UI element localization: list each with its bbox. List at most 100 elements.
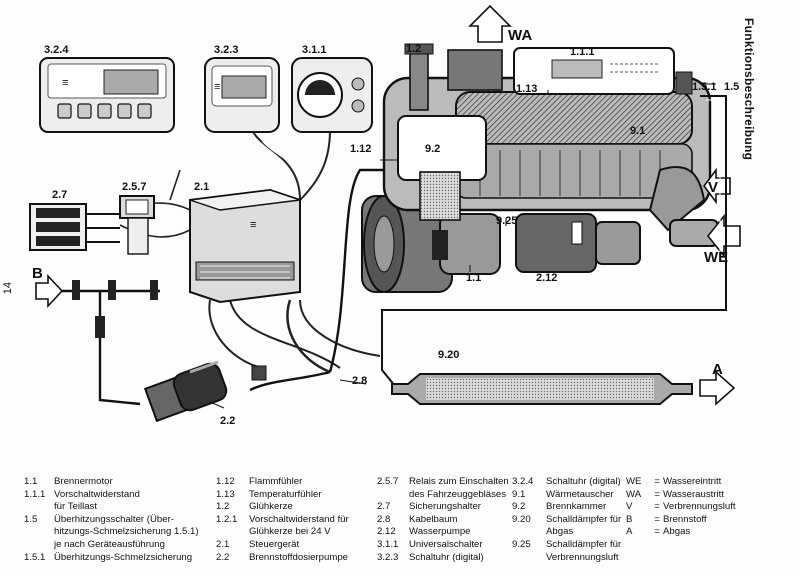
legend-description: Universalschalter (409, 538, 483, 550)
legend-entry: 9.2 Brennkammer (512, 501, 621, 514)
glow-plug-1-2 (409, 45, 429, 111)
label-1-13: 1.13 (516, 83, 537, 95)
label-wa: WA (508, 27, 532, 44)
exhaust-outlet-arrow (699, 370, 736, 406)
legend-key: 2.8 (377, 513, 391, 525)
legend-equals: = (654, 476, 660, 487)
control-unit-2-1: ≡ (189, 188, 301, 304)
label-we: WE (704, 249, 728, 266)
legend-entry: 1.1 Brennermotor (24, 476, 199, 489)
legend-description: Abgas (663, 526, 691, 538)
legend-entry: 3.2.3 Schaltuhr (digital) (377, 552, 509, 565)
clamp (95, 316, 105, 338)
label-1-1: 1.1 (466, 272, 481, 284)
legend-key: WE (626, 476, 642, 487)
label-2-12: 2.12 (536, 272, 557, 284)
legend-description: Flammfühler (249, 476, 303, 487)
label-1-5: 1.5 (724, 81, 739, 93)
cable-3-1-1 (299, 129, 331, 201)
legend-key: 1.2 (216, 501, 230, 513)
legend-description: Verbrennungsluft (663, 501, 736, 513)
legend-entry: 2.2 Brennstoffdosierpumpe (216, 552, 349, 565)
legend-entry: A=Abgas (626, 526, 736, 539)
legend-equals: = (654, 526, 660, 538)
legend-description: Schaltuhr (digital) (546, 476, 621, 487)
legend-description: Brennkammer (546, 501, 607, 513)
legend-key: 9.2 (512, 501, 526, 513)
svg-text:≡: ≡ (250, 219, 256, 231)
legend-description: Glühkerze (249, 501, 293, 513)
legend-key: 3.1.1 (377, 538, 399, 550)
label-9-2: 9.2 (425, 143, 440, 155)
combustion-chamber-9-2 (397, 115, 487, 181)
heat-exchanger-9-1 (455, 91, 693, 145)
legend-entry: 3.1.1 Universalschalter (377, 539, 509, 552)
legend-description: Wärmetauscher (546, 488, 614, 500)
legend-description: Überhitzungsschalter (Über- hitzungs-Sch… (54, 513, 199, 550)
legend-key: 2.7 (377, 501, 391, 513)
timer-3-2-4: ≡ (39, 57, 175, 133)
legend-description: Wasserpumpe (409, 526, 471, 538)
timer-3-2-3: ≡ (204, 57, 280, 133)
legend-key: 9.1 (512, 488, 526, 500)
legend-description: Vorschaltwiderstand für Glühkerze bei 24… (249, 513, 349, 538)
overheat-switch-1-5 (675, 71, 693, 95)
label-2-5-7: 2.5.7 (122, 181, 146, 193)
dosing-pump-2-2 (143, 360, 267, 423)
legend-entry: 2.8 Kabelbaum (377, 514, 509, 527)
label-9-20: 9.20 (438, 349, 459, 361)
clamp (108, 280, 116, 300)
legend-description: Schaltuhr (digital) (409, 551, 484, 563)
label-3-2-3: 3.2.3 (214, 44, 238, 56)
label-3-2-4: 3.2.4 (44, 44, 69, 56)
label-1-12: 1.12 (350, 143, 371, 155)
water-pump-2-12 (515, 213, 641, 273)
legend-key: 1.5.1 (24, 551, 46, 563)
label-2-7: 2.7 (52, 189, 67, 201)
legend-description: Brennstoffdosierpumpe (249, 551, 349, 563)
label-9-1: 9.1 (630, 125, 645, 137)
clamp (72, 280, 80, 300)
legend-entry: B=Brennstoff (626, 514, 736, 527)
universal-switch-3-1-1 (291, 57, 373, 133)
label-2-1: 2.1 (194, 181, 209, 193)
intake-silencer-9-25 (648, 165, 719, 247)
clamp (150, 280, 158, 300)
legend-key: 2.5.7 (377, 476, 399, 487)
legend-equals: = (654, 501, 660, 513)
legend-description: Steuergerät (249, 538, 300, 550)
legend-key: 3.2.3 (377, 551, 399, 563)
legend-description: Brennermotor (54, 476, 113, 487)
legend-key: 2.2 (216, 551, 230, 563)
label-a: A (712, 361, 723, 378)
legend-description: Vorschaltwiderstand für Teillast (54, 488, 140, 513)
relay-2-5-7 (119, 195, 155, 255)
heater-system-diagram: ≡ ≡ ≡ (29, 4, 741, 427)
legend-entry: 9.1 Wärmetauscher (512, 489, 621, 502)
svg-text:≡: ≡ (62, 77, 68, 89)
legend-key: 9.25 (512, 538, 531, 550)
legend-key: 1.1 (24, 476, 38, 487)
label-v: V (708, 179, 718, 196)
combustion-air-arrow (703, 167, 731, 205)
legend-description: Wasseraustritt (663, 488, 724, 500)
fuel-line (35, 168, 392, 406)
cable-harness (299, 299, 381, 357)
label-1-5-1: 1.5.1 (692, 81, 716, 93)
legend-description: Kabelbaum (409, 513, 458, 525)
water-inlet-arrow (706, 213, 741, 259)
